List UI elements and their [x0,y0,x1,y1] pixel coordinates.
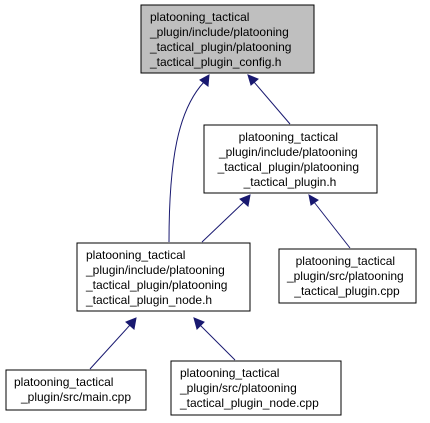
node-label: platooning_tactical _plugin/src/platooni… [179,366,319,410]
edge-plugin-node-h-to-plugin-h [201,194,251,243]
arrowhead-icon [247,74,259,86]
arrowhead-icon [193,317,205,330]
node-label-line: platooning_tactical [239,130,338,144]
arrowhead-icon [199,74,210,87]
edge-line [199,324,236,361]
node-label-line: _tactical_plugin/platooning [149,40,291,54]
node-plugin-h[interactable]: platooning_tactical _plugin/include/plat… [203,124,378,194]
node-label-line: _tactical_plugin_node.cpp [179,396,319,410]
node-label: platooning_tactical _plugin/include/plat… [85,248,231,307]
node-label-line: _plugin/src/platooning [286,269,404,283]
edge-line [89,324,131,370]
node-box [170,360,342,416]
node-label: platooning_tactical _plugin/src/platooni… [286,254,407,298]
node-label: platooning_tactical _plugin/include/plat… [217,130,363,189]
node-box [203,124,378,194]
node-box [5,369,147,411]
node-label-line: _tactical_plugin/platooning [85,278,227,292]
edge-line [168,81,205,243]
node-label-line: _plugin/include/platooning [218,145,358,159]
node-label-line: platooning_tactical [150,10,249,24]
node-box [76,242,251,312]
node-plugin-node-h[interactable]: platooning_tactical _plugin/include/plat… [76,242,251,312]
node-plugin-node-cpp[interactable]: platooning_tactical _plugin/src/platooni… [170,360,342,416]
node-label-line: _tactical_plugin.h [243,175,337,189]
node-label-line: _tactical_plugin/platooning [217,160,359,174]
edge-plugin-node-cpp-to-plugin-node-h [193,317,236,361]
node-box [140,4,315,74]
edge-line [253,81,291,125]
node-box [278,248,417,304]
node-config-h[interactable]: platooning_tactical _plugin/include/plat… [140,4,315,74]
node-label-line: platooning_tactical [296,254,395,268]
node-label-line: _plugin/include/platooning [85,263,225,277]
node-label-line: _plugin/src/main.cpp [20,390,131,404]
node-plugin-cpp[interactable]: platooning_tactical _plugin/src/platooni… [278,248,417,304]
node-label-line: _plugin/src/platooning [179,381,297,395]
node-label-line: _tactical_plugin_node.h [85,293,212,307]
node-label-line: platooning_tactical [180,366,279,380]
edge-plugin-node-h-to-config-h [168,74,210,243]
edge-line [201,201,245,243]
edge-plugin-cpp-to-plugin-h [308,194,351,249]
arrowhead-icon [239,194,251,207]
node-label-line: _tactical_plugin_config.h [149,55,281,69]
arrowhead-icon [308,194,319,206]
node-label: platooning_tactical _plugin/include/plat… [149,10,295,69]
node-main-cpp[interactable]: platooning_tactical _plugin/src/main.cpp [5,369,147,411]
node-label: platooning_tactical _plugin/src/main.cpp [14,375,131,404]
node-label-line: platooning_tactical [86,248,185,262]
arrowhead-icon [125,317,137,330]
node-label-line: _plugin/include/platooning [149,25,289,39]
edge-plugin-h-to-config-h [247,74,291,125]
edge-line [313,201,351,249]
node-label-line: _tactical_plugin.cpp [293,284,400,298]
node-label-line: platooning_tactical [14,375,113,389]
edge-main-cpp-to-plugin-node-h [89,317,137,370]
